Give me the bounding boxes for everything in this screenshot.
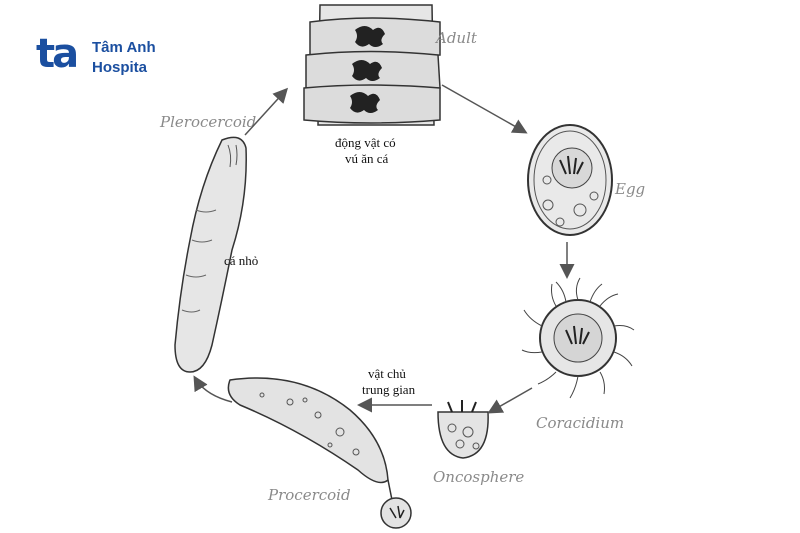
- arrow-plerocercoid-to-adult: [244, 87, 289, 136]
- egg: [527, 124, 613, 236]
- label-plerocercoid: Plerocercoid: [159, 113, 256, 131]
- procercoid: [227, 377, 412, 529]
- label-egg: Egg: [614, 180, 645, 198]
- note-small-fish: cá nhỏ: [224, 253, 258, 268]
- plerocercoid: [174, 136, 247, 373]
- arrow-adult-to-egg: [441, 84, 528, 134]
- note-intermediate-line1: vật chủ: [368, 366, 406, 381]
- cycle-arrows: [193, 84, 575, 414]
- adult-worm: [303, 4, 441, 126]
- label-oncosphere: Oncosphere: [433, 468, 524, 486]
- label-coracidium: Coracidium: [536, 414, 624, 432]
- note-intermediate-line2: trung gian: [362, 382, 416, 397]
- arrow-procercoid-to-plerocercoid: [193, 375, 233, 403]
- logo-line1: Tâm Anh: [92, 39, 156, 56]
- oncosphere: [437, 400, 489, 459]
- logo-mark: ta: [36, 31, 79, 77]
- logo-text: Tâm Anh Hospita: [92, 38, 156, 78]
- label-adult: Adult: [434, 29, 478, 47]
- note-host-line2: vú ăn cá: [345, 151, 389, 166]
- note-host-line1: động vật có: [335, 135, 396, 150]
- coracidium: [521, 277, 635, 399]
- logo-line2: Hospita: [92, 59, 148, 76]
- arrow-coracidium-to-oncosphere: [487, 387, 533, 414]
- label-procercoid: Procercoid: [267, 486, 351, 504]
